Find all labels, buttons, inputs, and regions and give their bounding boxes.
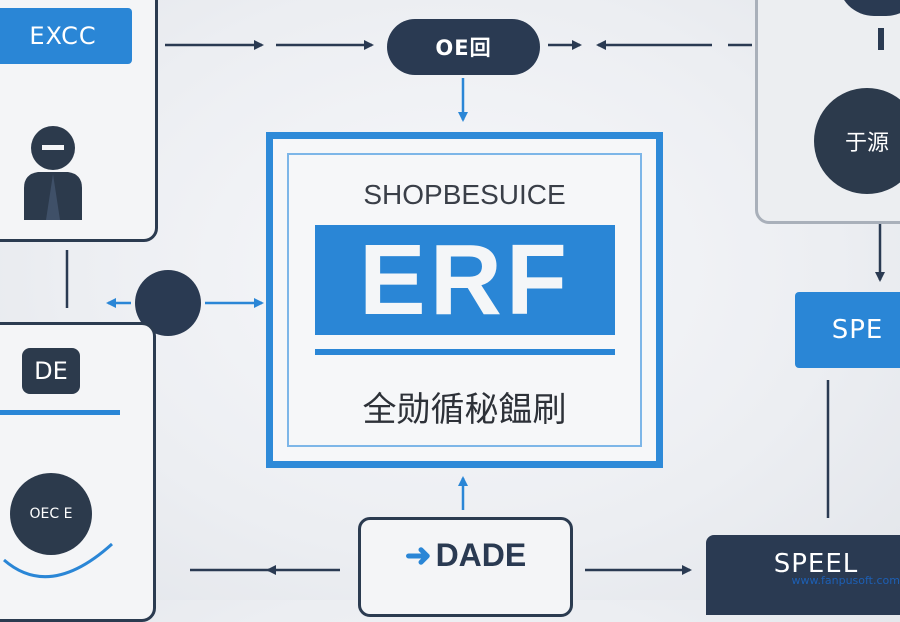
circle-node-label: OEC E xyxy=(29,506,73,522)
dade-node[interactable]: ➜ DADE xyxy=(358,517,573,617)
erf-title: ERF xyxy=(359,223,571,336)
card-caption: 全勋循秘饂刷 xyxy=(362,390,567,430)
circle-arc xyxy=(3,542,114,579)
left-divider xyxy=(0,410,120,415)
exec-button[interactable]: EXCC xyxy=(0,8,132,64)
right-circle-node[interactable]: 于源 xyxy=(814,88,900,194)
de-badge[interactable]: DE xyxy=(22,348,80,394)
user-avatar-icon xyxy=(18,124,88,220)
spell-label: SPEEL xyxy=(773,549,859,579)
spe-button[interactable]: SPE xyxy=(795,292,900,368)
exec-button-label: EXCC xyxy=(29,22,97,50)
top-pill-label: OE回 xyxy=(435,36,492,60)
main-card: SHOPBESUICE ERF 全勋循秘饂刷 xyxy=(266,132,663,468)
de-badge-label: DE xyxy=(34,357,68,385)
arrow-right-icon: ➜ xyxy=(404,537,432,573)
card-subtitle: SHOPBESUICE xyxy=(363,179,566,210)
top-pill-node[interactable]: OE回 xyxy=(387,19,540,75)
dade-label: DADE xyxy=(435,536,527,573)
right-top-connector xyxy=(878,28,884,50)
main-card-inner-border xyxy=(287,153,642,447)
right-circle-label: 于源 xyxy=(844,131,889,156)
spe-button-label: SPE xyxy=(831,315,884,345)
erf-banner: ERF xyxy=(315,223,615,336)
erf-underline xyxy=(315,349,615,355)
watermark: www.fanpusoft.com xyxy=(791,574,900,587)
circle-node[interactable]: OEC E xyxy=(10,473,92,555)
